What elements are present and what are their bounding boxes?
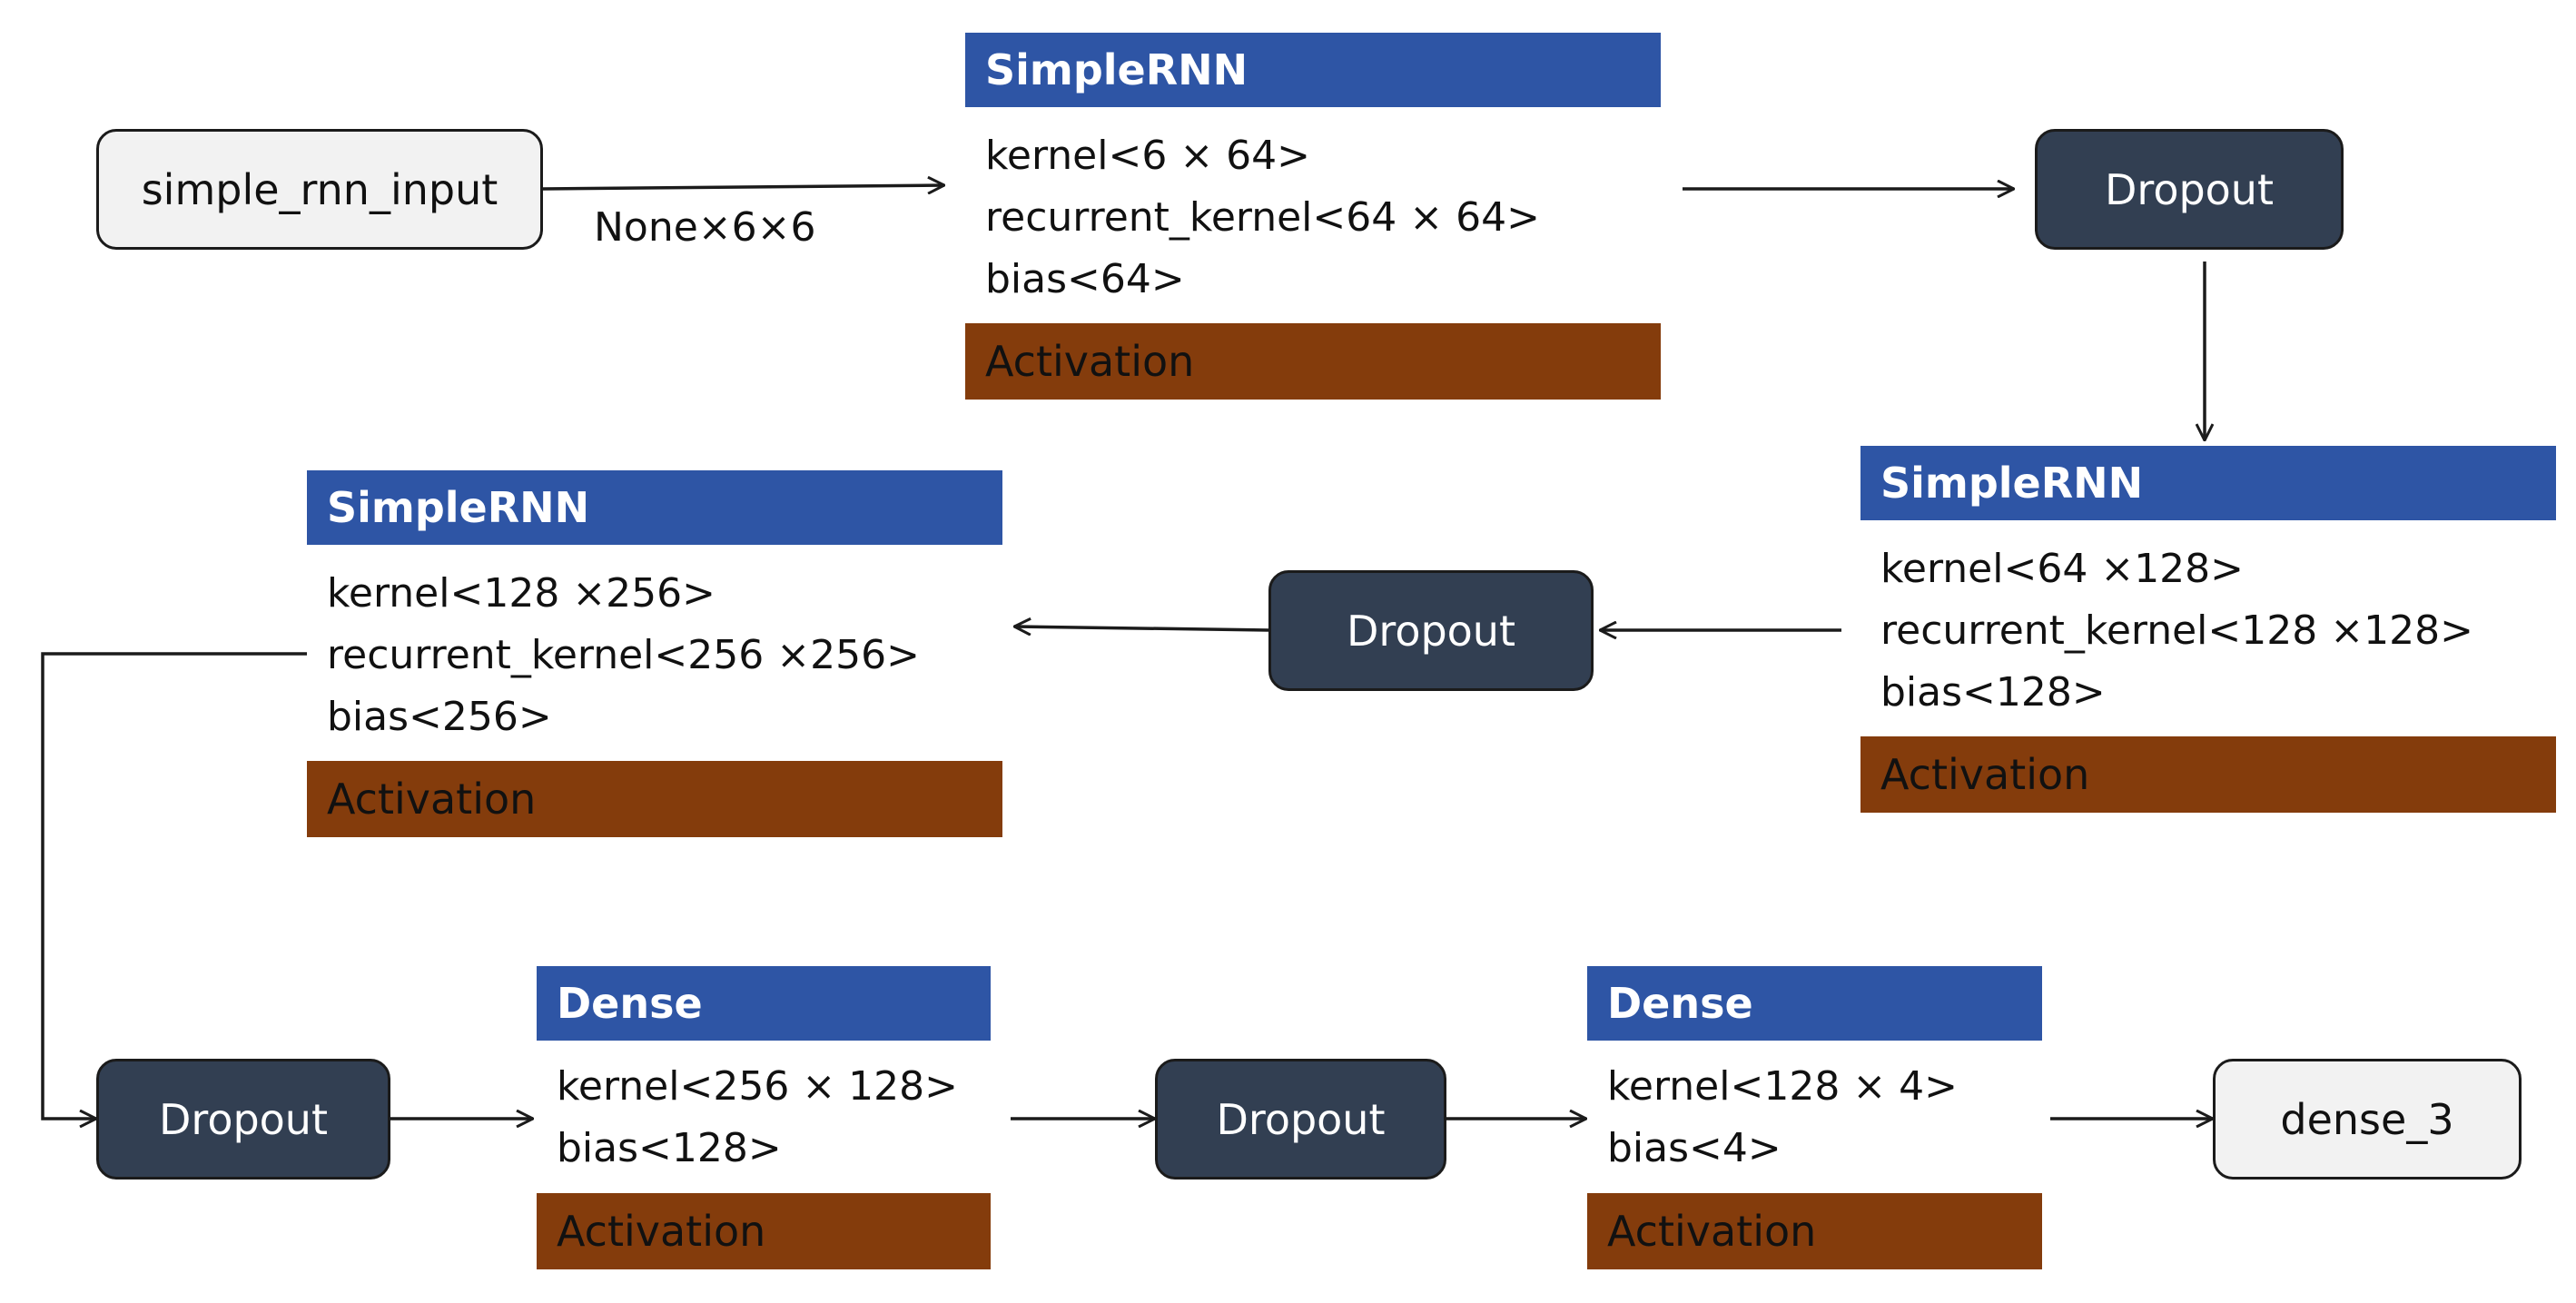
layer-params: kernel<64 ×128> recurrent_kernel<128 ×12… xyxy=(1880,538,2556,724)
output-node[interactable]: dense_3 xyxy=(2213,1059,2522,1180)
layer-params: kernel<128 ×256> recurrent_kernel<256 ×2… xyxy=(327,563,1002,748)
layer-params: kernel<128 × 4> bias<4> xyxy=(1607,1056,2042,1180)
edge-dropout2-to-rnn3 xyxy=(1014,627,1269,630)
dropout-node-3-label: Dropout xyxy=(159,1094,328,1144)
param-recurrent-kernel: recurrent_kernel<256 ×256> xyxy=(327,632,920,678)
dropout-node-4-label: Dropout xyxy=(1216,1094,1386,1144)
input-node-label: simple_rnn_input xyxy=(141,164,498,214)
edge-rnn3-to-dropout3 xyxy=(41,652,307,1119)
layer-header: Dense xyxy=(537,966,991,1041)
simplernn-layer-3[interactable]: SimpleRNN kernel<128 ×256> recurrent_ker… xyxy=(307,470,1002,837)
dropout-node-3[interactable]: Dropout xyxy=(96,1059,390,1180)
simplernn-layer-2[interactable]: SimpleRNN kernel<64 ×128> recurrent_kern… xyxy=(1860,446,2556,813)
dropout-node-1-label: Dropout xyxy=(2105,164,2274,214)
activation-bar: Activation xyxy=(307,761,1002,837)
layer-header: SimpleRNN xyxy=(965,33,1661,107)
param-recurrent-kernel: recurrent_kernel<128 ×128> xyxy=(1880,607,2473,654)
param-bias: bias<128> xyxy=(557,1125,782,1171)
layer-params: kernel<6 × 64> recurrent_kernel<64 × 64>… xyxy=(985,125,1661,311)
activation-bar: Activation xyxy=(1587,1193,2042,1269)
dropout-node-4[interactable]: Dropout xyxy=(1155,1059,1446,1180)
param-bias: bias<4> xyxy=(1607,1125,1781,1171)
dense-layer-2[interactable]: Dense kernel<128 × 4> bias<4> Activation xyxy=(1587,966,2042,1269)
param-kernel: kernel<64 ×128> xyxy=(1880,546,2245,592)
layer-params: kernel<256 × 128> bias<128> xyxy=(557,1056,991,1180)
dropout-node-1[interactable]: Dropout xyxy=(2035,129,2344,250)
layer-header: SimpleRNN xyxy=(307,470,1002,545)
activation-bar: Activation xyxy=(1860,736,2556,813)
dense-layer-1[interactable]: Dense kernel<256 × 128> bias<128> Activa… xyxy=(537,966,991,1269)
activation-bar: Activation xyxy=(965,323,1661,400)
dropout-node-2[interactable]: Dropout xyxy=(1268,570,1594,691)
param-kernel: kernel<256 × 128> xyxy=(557,1063,959,1110)
output-node-label: dense_3 xyxy=(2280,1094,2454,1144)
edge-input-to-rnn1 xyxy=(542,185,944,189)
layer-header: SimpleRNN xyxy=(1860,446,2556,520)
param-recurrent-kernel: recurrent_kernel<64 × 64> xyxy=(985,194,1540,241)
layer-header: Dense xyxy=(1587,966,2042,1041)
param-bias: bias<128> xyxy=(1880,669,2106,716)
param-kernel: kernel<128 ×256> xyxy=(327,570,716,617)
param-bias: bias<256> xyxy=(327,694,552,740)
param-kernel: kernel<128 × 4> xyxy=(1607,1063,1959,1110)
dropout-node-2-label: Dropout xyxy=(1347,606,1515,656)
input-node[interactable]: simple_rnn_input xyxy=(96,129,543,250)
activation-bar: Activation xyxy=(537,1193,991,1269)
input-shape-label: None×6×6 xyxy=(594,204,816,251)
param-kernel: kernel<6 × 64> xyxy=(985,133,1311,179)
param-bias: bias<64> xyxy=(985,256,1185,302)
simplernn-layer-1[interactable]: SimpleRNN kernel<6 × 64> recurrent_kerne… xyxy=(965,33,1661,400)
